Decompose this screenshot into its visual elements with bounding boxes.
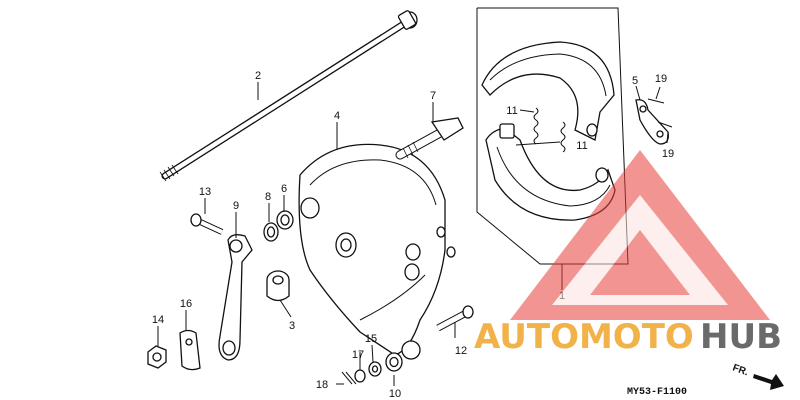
callout-5: 5: [632, 75, 638, 87]
brake-shoe-lower: [485, 123, 616, 221]
bolt-12: [436, 305, 474, 332]
callout-16: 16: [180, 298, 192, 310]
brake-panel: [298, 143, 456, 360]
nut-14: [147, 345, 167, 369]
brake-shoe-upper: [481, 41, 615, 141]
washers-6-8: [263, 210, 294, 242]
collar: [266, 270, 290, 302]
brand-automoto: AUTOMOTO: [474, 317, 694, 357]
callout-11b: 11: [576, 140, 587, 152]
direction-label: FR.: [731, 362, 750, 378]
callout-3: 3: [289, 320, 295, 332]
diagram-code: MY53-F1100: [627, 387, 687, 398]
callout-7: 7: [430, 90, 436, 102]
front-direction-marker: FR.: [731, 362, 784, 390]
callout-12: 12: [455, 345, 467, 357]
callout-6: 6: [281, 183, 287, 195]
bolt-13: [190, 213, 224, 235]
callout-10: 10: [389, 388, 401, 400]
callout-17: 17: [352, 349, 364, 361]
bracket-16: [179, 329, 201, 371]
direction-arrow-icon: [753, 374, 784, 390]
springs: [533, 107, 566, 153]
axle: [159, 10, 418, 182]
callout-4: 4: [334, 110, 340, 122]
brand-hub: HUB: [700, 317, 782, 357]
callout-9: 9: [233, 200, 239, 212]
anchor-plate: [635, 98, 673, 145]
watermark-text: AUTOMOTO HUB: [474, 317, 782, 357]
callouts: 1 2 3 4 5 6 7 8 9 10 11 11 12 13 14 15 1…: [152, 70, 674, 400]
callout-13: 13: [199, 186, 211, 198]
small-parts: [341, 352, 403, 385]
callout-2: 2: [255, 70, 261, 82]
callout-15: 15: [365, 333, 377, 345]
callout-8: 8: [265, 191, 271, 203]
callout-19a: 19: [655, 73, 667, 85]
brake-arm: [218, 234, 253, 361]
brake-cam: [395, 117, 464, 160]
callout-18: 18: [316, 379, 328, 391]
callout-14: 14: [152, 314, 164, 326]
leader-lines: [157, 82, 669, 386]
callout-11a: 11: [506, 105, 517, 117]
watermark-logo-icon: [510, 150, 770, 320]
callout-19b: 19: [662, 148, 674, 160]
